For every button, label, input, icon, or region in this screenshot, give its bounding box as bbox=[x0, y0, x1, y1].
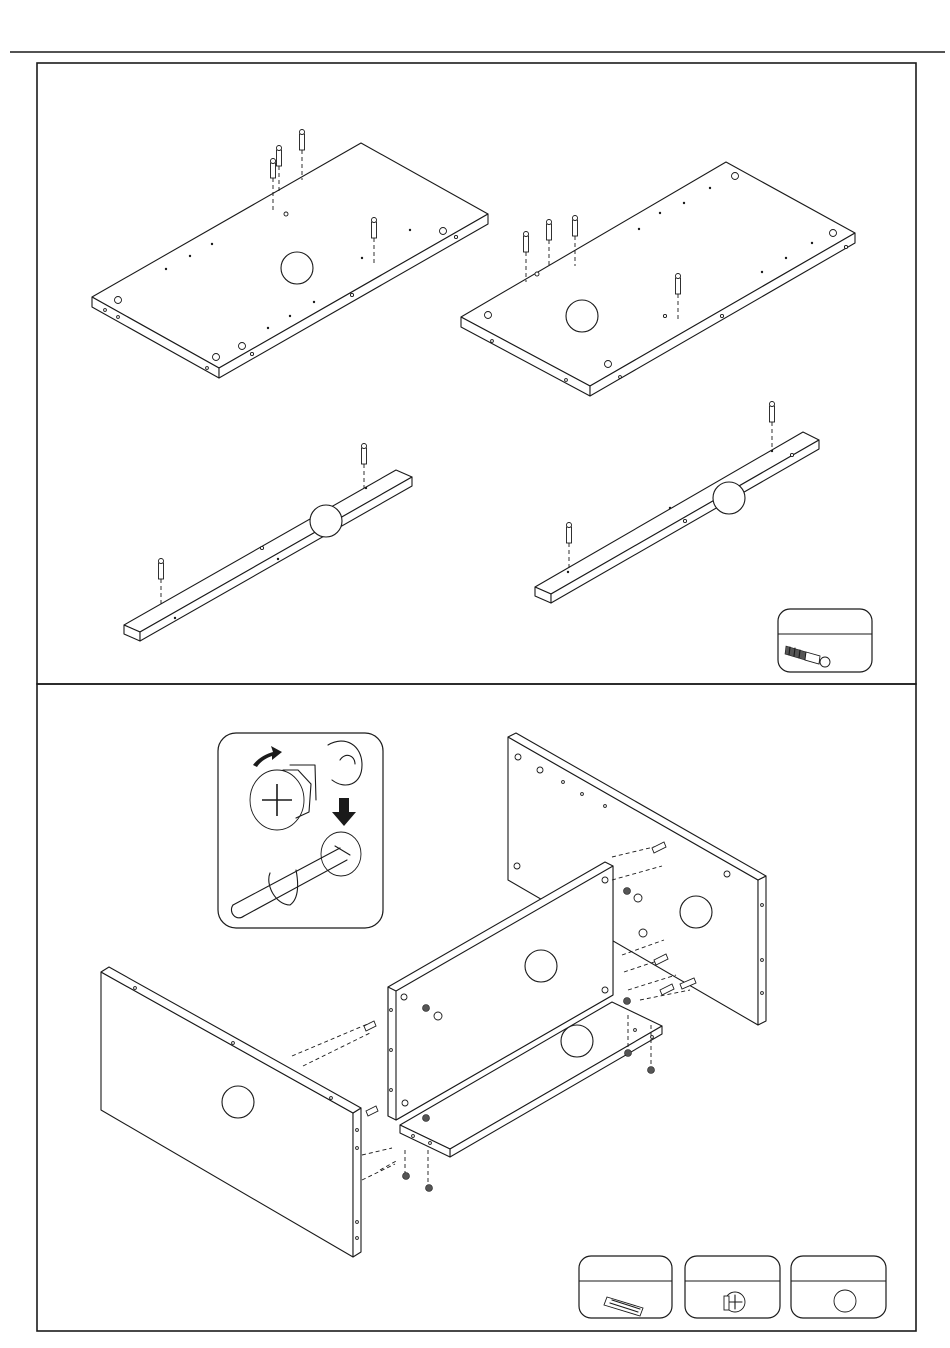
top-panel-right bbox=[461, 162, 855, 396]
top-panel-left bbox=[92, 130, 488, 379]
cam-lock-icon bbox=[423, 1115, 430, 1122]
hardware-box-dowel bbox=[579, 1256, 672, 1318]
cam-lock-icon bbox=[625, 1050, 632, 1057]
cam-bolt-icon bbox=[547, 220, 552, 269]
wooden-dowel-icon bbox=[366, 1106, 378, 1116]
cam-lock-icon bbox=[648, 1067, 655, 1074]
cam-bolt-icon bbox=[362, 444, 367, 489]
cam-bolt-icon bbox=[159, 559, 164, 608]
cam-bolt-icon bbox=[770, 402, 775, 451]
cam-lock-icon bbox=[423, 1005, 430, 1012]
rail-left bbox=[124, 444, 412, 642]
cam-bolt-icon bbox=[300, 130, 305, 181]
detail-box-cam-lock bbox=[218, 733, 383, 928]
cam-lock-icon bbox=[403, 1173, 410, 1180]
hardware-box-cam-lock bbox=[685, 1256, 780, 1318]
part-label-circle bbox=[525, 950, 557, 982]
cam-bolt-icon bbox=[277, 146, 282, 193]
part-label-circle bbox=[310, 505, 342, 537]
step-1 bbox=[92, 130, 872, 673]
rail-right bbox=[535, 402, 819, 604]
step-2 bbox=[101, 733, 886, 1318]
part-label-circle bbox=[281, 252, 313, 284]
cam-lock-icon bbox=[624, 998, 631, 1005]
cover-cap-icon bbox=[834, 1290, 856, 1312]
part-label-circle bbox=[566, 300, 598, 332]
cam-bolt-icon bbox=[524, 232, 529, 283]
hardware-box-cam-bolt bbox=[778, 609, 872, 672]
cam-bolt-icon bbox=[567, 523, 572, 571]
cam-lock-icon bbox=[426, 1185, 433, 1192]
cam-lock-icon bbox=[624, 888, 631, 895]
wooden-dowel-icon bbox=[364, 1021, 376, 1031]
wooden-dowel-icon bbox=[660, 984, 674, 995]
part-label-circle bbox=[561, 1025, 593, 1057]
part-label-circle bbox=[680, 896, 712, 928]
hardware-box-cover-cap bbox=[791, 1256, 886, 1318]
step-1-frame bbox=[37, 63, 916, 684]
side-panel-left bbox=[101, 967, 361, 1257]
part-label-circle bbox=[713, 482, 745, 514]
part-label-circle bbox=[222, 1086, 254, 1118]
